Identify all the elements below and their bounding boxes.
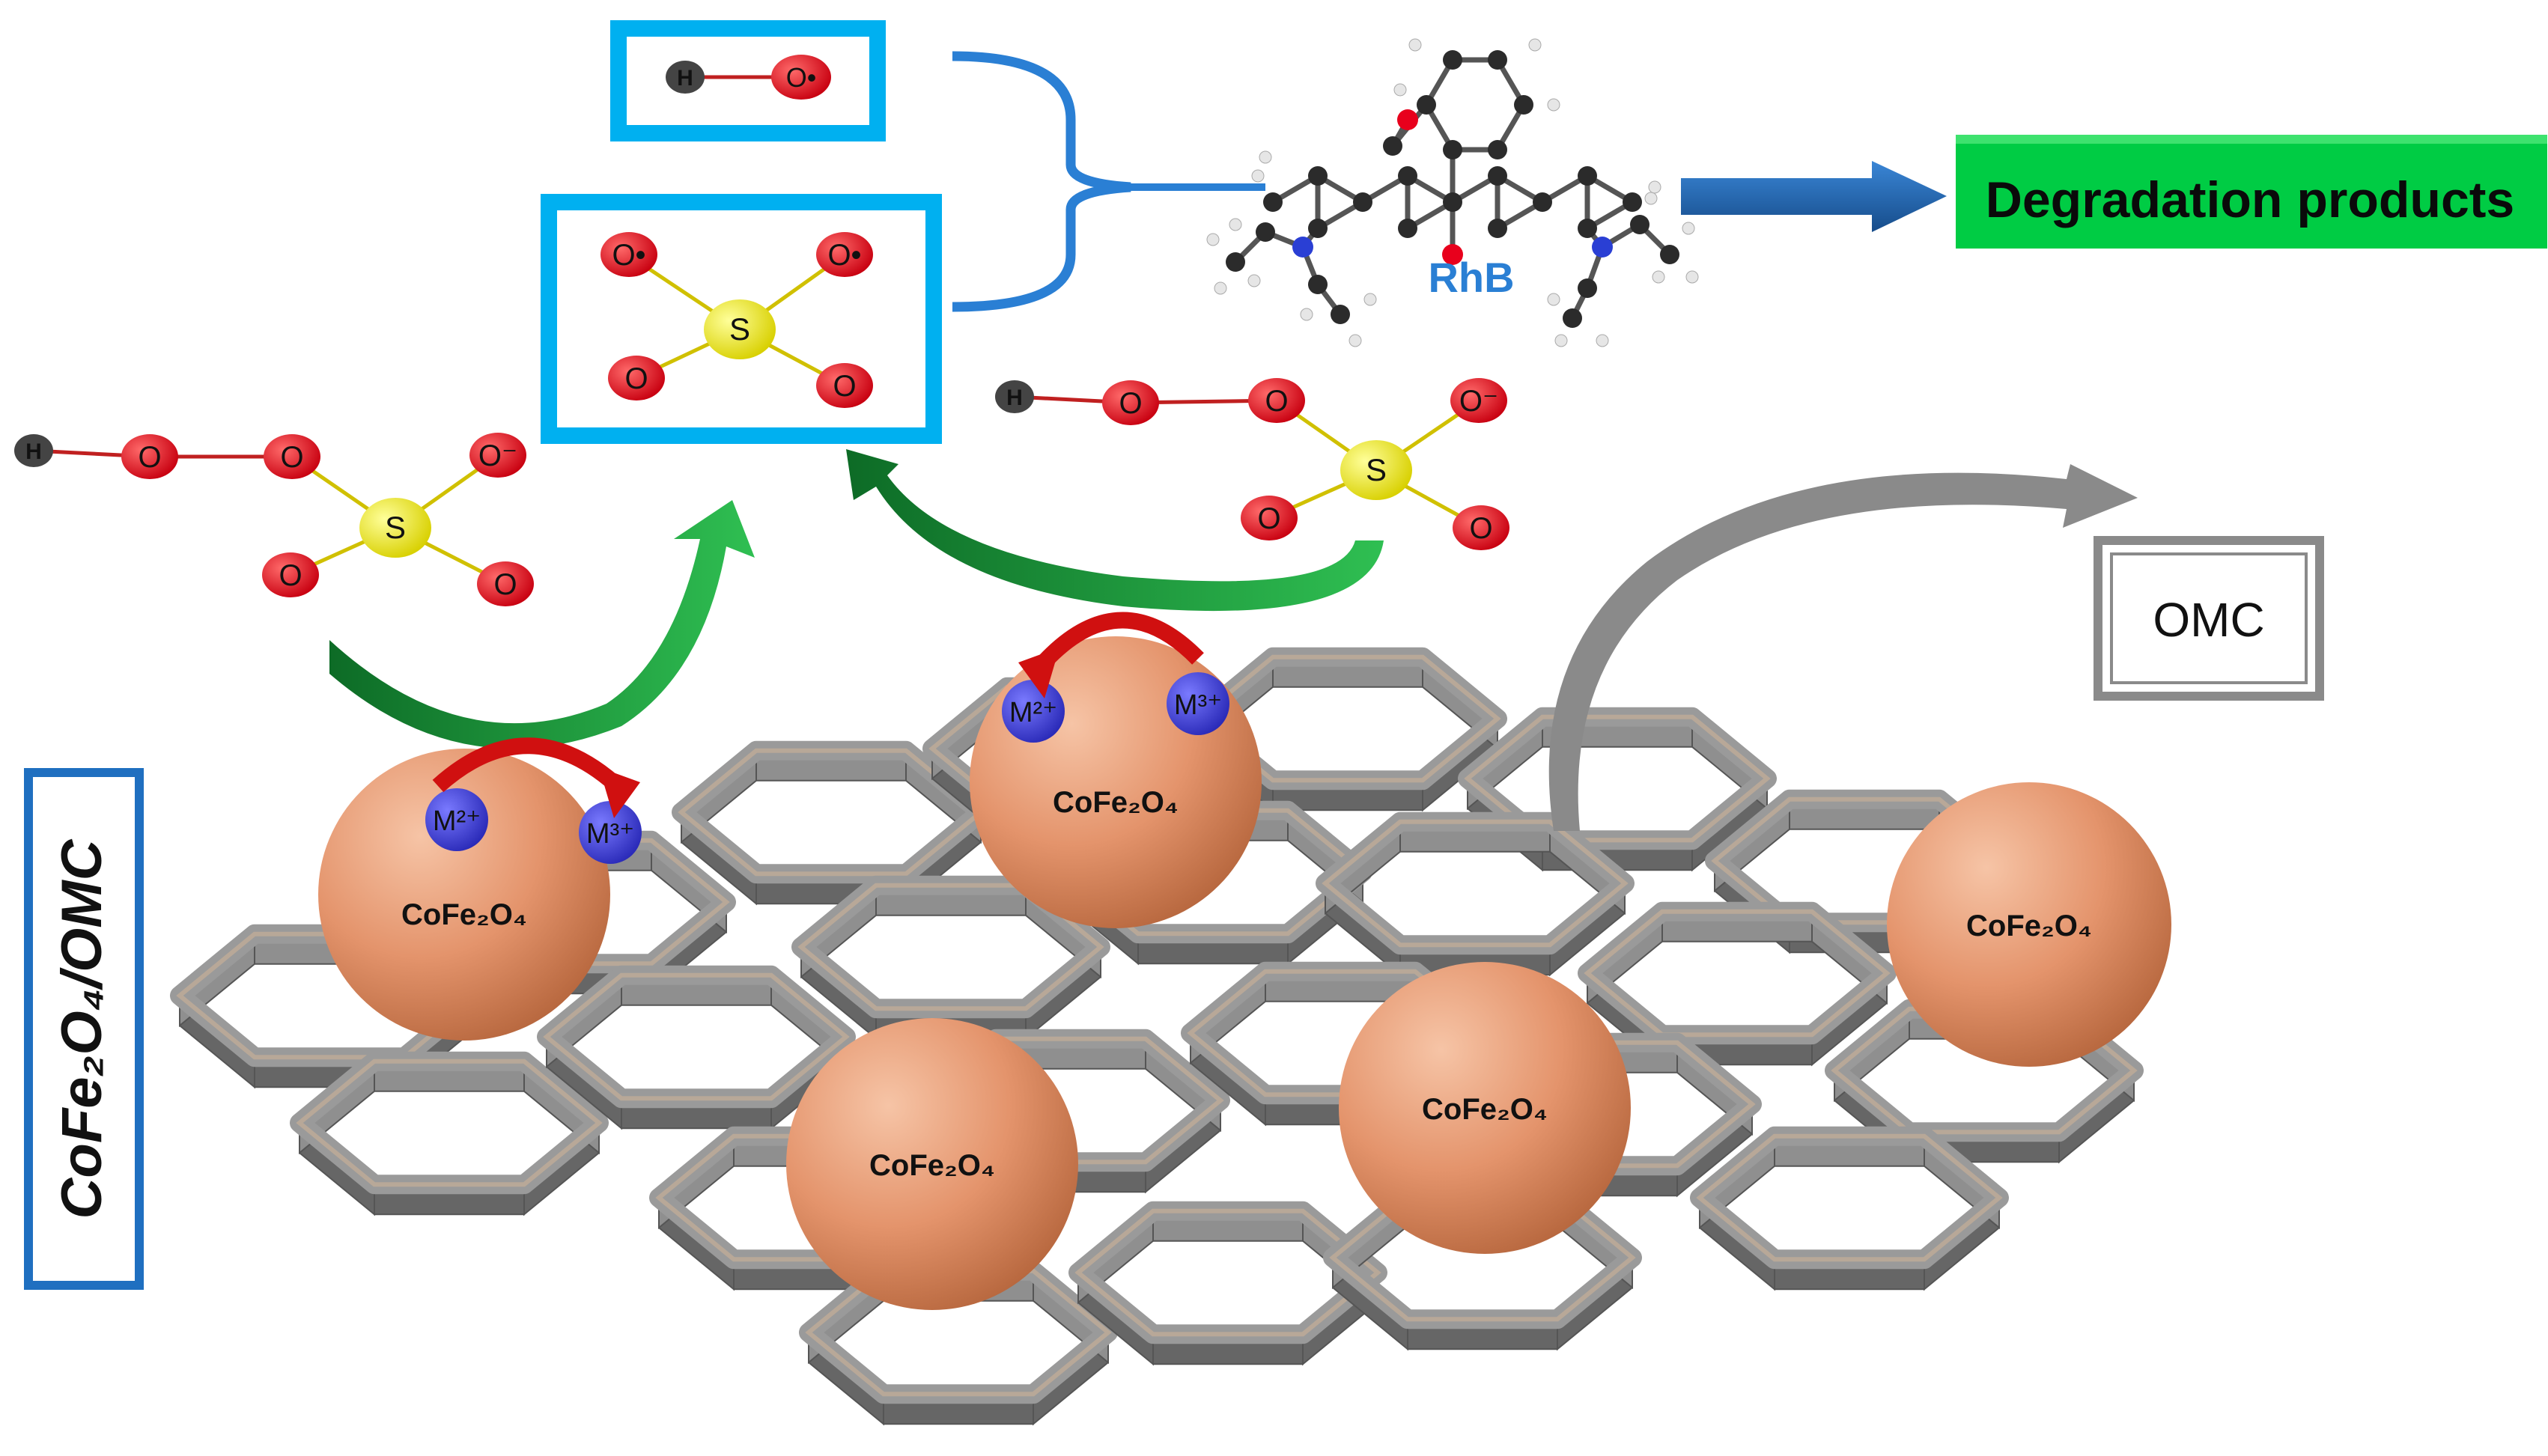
degradation-products-box (1956, 135, 2547, 249)
cofe2o4-particles: CoFe₂O₄M²⁺M³⁺CoFe₂O₄M²⁺M³⁺CoFe₂O₄CoFe₂O₄… (318, 612, 2171, 1310)
svg-text:M²⁺: M²⁺ (433, 805, 481, 837)
product-arrow (1681, 161, 1947, 232)
rhb-label: RhB (1428, 254, 1514, 301)
peroxymonosulfate-right: H O O O⁻ O O S (995, 378, 1509, 550)
lattice-cell (791, 875, 1110, 1041)
gray-arrow-to-omc (1548, 464, 2138, 831)
svg-text:O: O (493, 568, 517, 601)
svg-text:H: H (25, 439, 42, 464)
metal-ion-m3: M³⁺ (1167, 672, 1229, 735)
svg-text:S: S (729, 311, 750, 347)
svg-text:O: O (833, 370, 856, 403)
particle-label: CoFe₂O₄ (1966, 910, 2092, 942)
particle-label: CoFe₂O₄ (1053, 786, 1179, 819)
hydroxyl-radical: H O• (666, 55, 831, 100)
svg-text:O: O (138, 441, 161, 474)
particle-label: CoFe₂O₄ (869, 1149, 995, 1182)
metal-ion-m3: M³⁺ (579, 801, 642, 864)
metal-ion-m2: M²⁺ (1002, 680, 1065, 743)
particle-label: CoFe₂O₄ (1422, 1093, 1548, 1126)
svg-text:S: S (1366, 452, 1387, 487)
svg-text:S: S (385, 510, 406, 545)
peroxymonosulfate-left: H O O O⁻ O O S (14, 433, 534, 606)
svg-text:H: H (1006, 386, 1023, 410)
combining-bracket (952, 51, 1131, 312)
svg-text:O: O (279, 559, 302, 592)
svg-text:O: O (1469, 512, 1492, 545)
svg-text:O: O (280, 441, 303, 474)
side-label-box (24, 768, 144, 1290)
particle-label: CoFe₂O₄ (401, 898, 527, 931)
lattice-cell (1316, 811, 1635, 977)
hydroxyl-radical-box (610, 20, 886, 141)
cofe2o4-particle: CoFe₂O₄ (1887, 782, 2171, 1067)
cofe2o4-particle: CoFe₂O₄ M²⁺ M³⁺ (318, 737, 642, 1041)
lattice-cell (290, 1051, 609, 1216)
sulfate-radical: O• O• O O S (600, 232, 873, 408)
side-label: CoFe₂O₄/OMC (50, 838, 114, 1219)
svg-text:O: O (624, 362, 648, 395)
lattice-cell (1690, 1126, 2009, 1291)
metal-ion-m2: M²⁺ (425, 788, 488, 851)
omc-box (2094, 536, 2324, 701)
redox-arrow (432, 737, 627, 796)
cofe2o4-particle: CoFe₂O₄ (1339, 962, 1631, 1254)
svg-text:O: O (1257, 502, 1280, 535)
lattice-cell (537, 965, 856, 1130)
svg-text:O: O (1119, 387, 1142, 420)
rhb-molecule (1206, 38, 1699, 347)
cofe2o4-particle: CoFe₂O₄ (786, 1018, 1078, 1310)
svg-text:M²⁺: M²⁺ (1009, 697, 1057, 728)
svg-text:O•: O• (827, 239, 861, 272)
o-radical-label: O• (786, 62, 817, 93)
degradation-products-label: Degradation products (1986, 171, 2515, 228)
svg-text:M³⁺: M³⁺ (586, 818, 634, 850)
lattice-cell (1578, 901, 1897, 1067)
omc-label: OMC (2153, 593, 2264, 647)
svg-text:O•: O• (612, 239, 645, 272)
svg-text:O: O (1265, 385, 1288, 418)
svg-text:O⁻: O⁻ (1459, 385, 1498, 418)
svg-text:O⁻: O⁻ (478, 439, 517, 472)
green-arrow-right (846, 449, 1384, 612)
lattice-cell (1458, 707, 1777, 872)
svg-text:M³⁺: M³⁺ (1174, 689, 1222, 721)
cofe2o4-particle: CoFe₂O₄ M²⁺ M³⁺ (970, 612, 1262, 928)
h-atom-label: H (677, 66, 693, 91)
green-arrow-left (329, 500, 755, 749)
